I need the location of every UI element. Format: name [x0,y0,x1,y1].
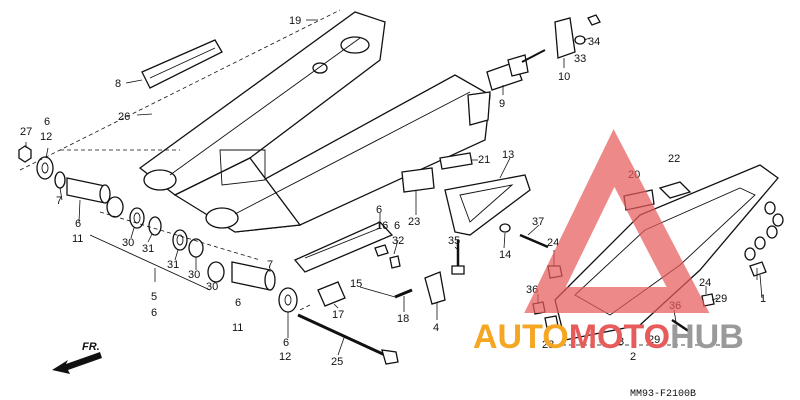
part-label: 34 [588,36,600,48]
svg-text:AUTOMOTOHUB: AUTOMOTOHUB [473,318,744,356]
part-label: 37 [532,216,544,228]
part-label: 23 [408,216,420,228]
part-label: 31 [167,259,179,271]
rubber-block [317,281,346,307]
pivot-parts [18,145,399,365]
part-label: 16 [376,220,388,232]
part-label: 35 [448,235,460,247]
part-label: 6 [75,218,81,230]
chain-adjuster [486,14,601,91]
swingarm [138,11,491,233]
chain-slider [444,174,531,236]
part-label: 29 [648,334,660,346]
part-label: 2 [630,351,636,363]
part-label: 12 [40,131,52,143]
part-label: 17 [332,309,344,321]
part-label: 22 [668,153,680,165]
part-label: 11 [232,322,243,334]
part-label: 6 [394,220,400,232]
part-label: 30 [188,269,200,281]
part-label: 19 [289,15,301,27]
chain-guide-part [141,39,223,89]
part-label: 24 [547,237,559,249]
part-label: 6 [235,297,241,309]
watermark-brand-right: HUB [670,318,744,356]
part-label: 4 [433,322,439,334]
part-label: 8 [115,78,121,90]
part-label: 33 [574,53,586,65]
part-label: 25 [331,356,343,368]
part-label: 9 [499,98,505,110]
direction-label: FR. [82,341,100,353]
part-label: 14 [499,249,511,261]
part-label: 1 [760,293,766,305]
part-label: 6 [376,204,382,216]
part-label: 30 [206,281,218,293]
part-label: 5 [151,291,157,303]
part-label: 13 [502,149,514,161]
part-label: 7 [56,195,62,207]
part-label: 10 [558,71,570,83]
part-labels: 19 8 26 27 6 12 7 6 11 30 31 31 30 30 5 … [20,15,766,368]
watermark-brand-mid: MOTO [569,318,670,356]
part-label: 6 [283,337,289,349]
diagram-code: MM93-F2100B [630,389,696,400]
part-label: 32 [392,235,404,247]
part-label: 7 [267,259,273,271]
part-label: 12 [279,351,291,363]
part-label: 15 [350,278,362,290]
part-label: 24 [699,277,711,289]
part-label: 30 [122,237,134,249]
part-label: 6 [44,116,50,128]
drive-chain [744,201,784,277]
part-label: 11 [72,233,83,245]
part-label: 3 [618,336,624,348]
part-label: 29 [715,293,727,305]
front-direction-arrow: FR. [52,341,102,374]
part-label: 31 [142,243,154,255]
lower-guard [293,221,401,273]
watermark-brand-left: AUTO [473,318,569,356]
part-label: 18 [397,313,409,325]
part-label: 28 [542,339,554,351]
part-label: 27 [20,126,32,138]
part-label: 6 [151,307,157,319]
part-label: 26 [118,111,130,123]
part-label: 21 [478,154,490,166]
watermark-logo: AUTOMOTOHUB [473,129,744,356]
